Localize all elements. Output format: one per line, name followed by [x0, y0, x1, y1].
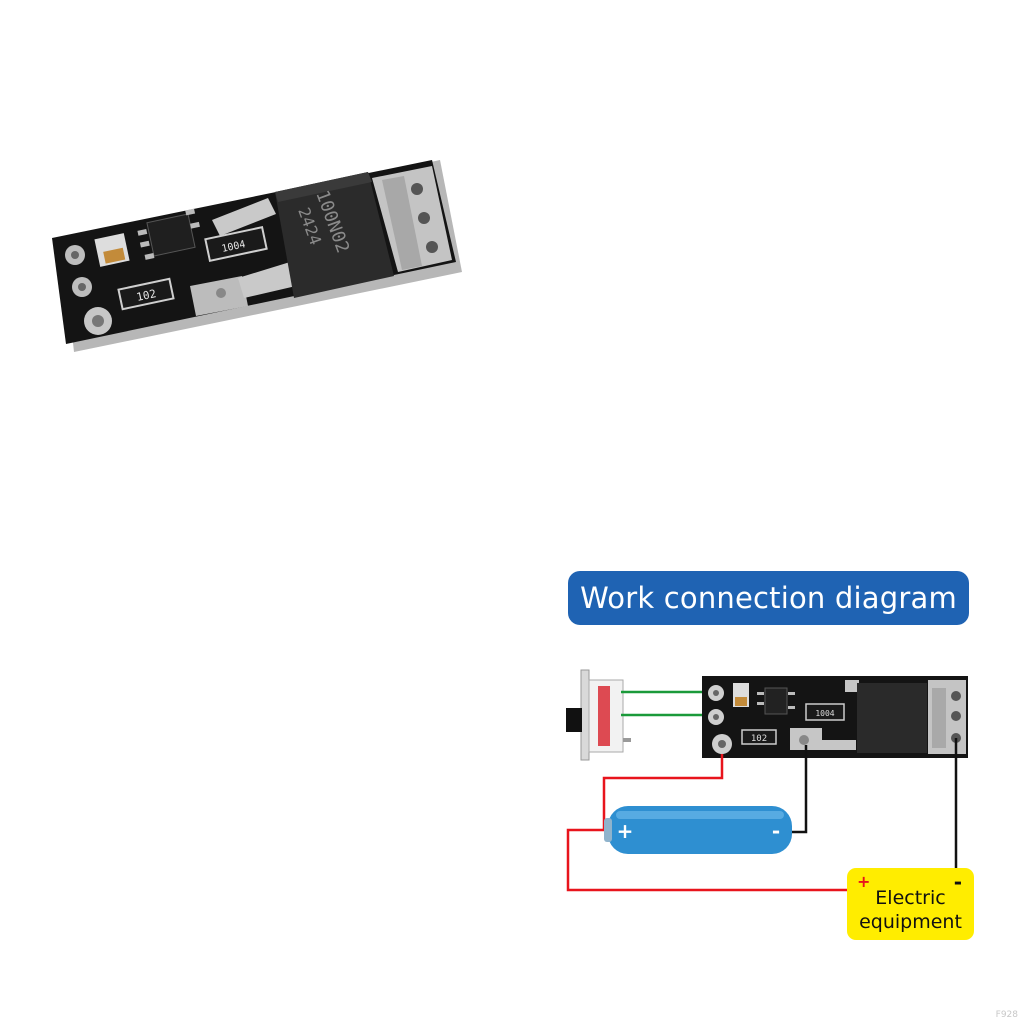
- board-resistor-1004: 1004: [815, 709, 834, 718]
- resistor-102-label: 102: [135, 287, 157, 304]
- battery-plus-sign: +: [617, 819, 634, 843]
- diagram-title: Work connection diagram: [580, 581, 957, 615]
- resistor-1004: [204, 226, 268, 262]
- ic-chip: [146, 213, 196, 257]
- slide-switch: [566, 669, 631, 761]
- equipment-plus-sign: +: [857, 872, 871, 891]
- wire-black-battery-board: [792, 745, 808, 834]
- equipment-label-line1: Electric: [875, 887, 946, 909]
- board-resistor-102: 102: [751, 734, 767, 744]
- equipment-label-line2: equipment: [859, 911, 962, 933]
- resistor-102: [117, 277, 175, 311]
- wire-red-battery-equipment: [566, 828, 856, 892]
- battery-minus-sign: -: [772, 819, 780, 843]
- watermark: F928: [995, 1010, 1018, 1020]
- resistor-1004-label: 1004: [221, 239, 247, 255]
- battery: + -: [604, 806, 792, 854]
- diagram-title-banner: Work connection diagram: [568, 571, 969, 625]
- mosfet: [275, 172, 394, 298]
- electric-equipment-box: + - Electric equipment: [847, 868, 974, 940]
- equipment-minus-sign: -: [953, 870, 962, 894]
- module-board: 102 1004: [702, 676, 968, 758]
- equipment-label: Electric equipment: [847, 886, 974, 934]
